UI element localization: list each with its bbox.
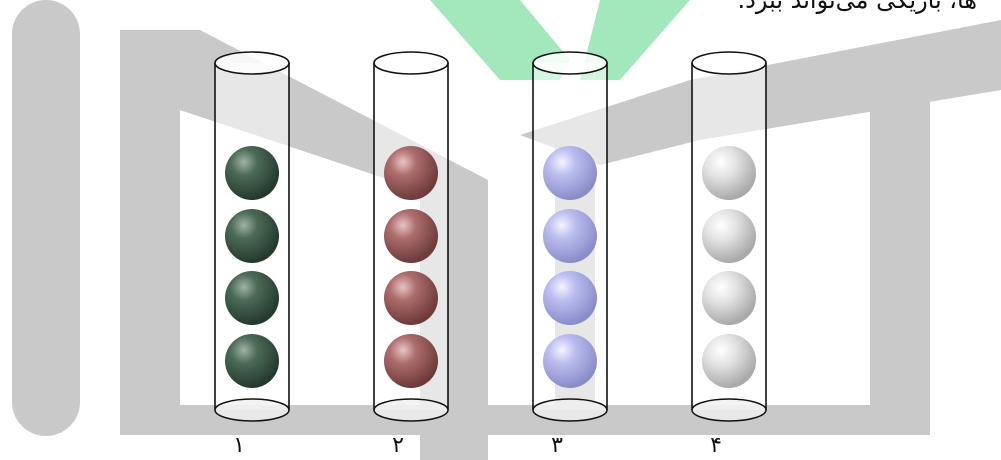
question-caption: ها، باریکی می‌تواند ببرد. (737, 0, 977, 14)
ball[interactable] (225, 146, 279, 200)
ball[interactable] (384, 146, 438, 200)
tube-2[interactable]: ۲ (373, 51, 449, 458)
tube-1[interactable]: ۱ (214, 51, 290, 458)
tube-label: ۳ (551, 433, 563, 458)
tube-bottom (214, 398, 290, 422)
tube-label: ۱ (233, 433, 245, 458)
tube-label: ۲ (392, 433, 404, 458)
ball[interactable] (225, 271, 279, 325)
ball[interactable] (384, 334, 438, 388)
ball[interactable] (384, 271, 438, 325)
ball[interactable] (543, 209, 597, 263)
tube-4[interactable]: ۴ (691, 51, 767, 458)
tube-rim (691, 51, 767, 75)
watermark-right-bar (870, 90, 930, 435)
tube-rim (214, 51, 290, 75)
tube-rim (373, 51, 449, 75)
tube-label: ۴ (710, 433, 722, 458)
tube-bottom (373, 398, 449, 422)
tube-3[interactable]: ۳ (532, 51, 608, 458)
tube-bottom (691, 398, 767, 422)
watermark-logo (12, 0, 1001, 460)
tube-bottom (532, 398, 608, 422)
ball[interactable] (702, 209, 756, 263)
ball[interactable] (702, 271, 756, 325)
tube-rim (532, 51, 608, 75)
watermark-bar-2 (120, 30, 180, 435)
ball[interactable] (225, 209, 279, 263)
ball[interactable] (384, 209, 438, 263)
watermark-green-leaf-right (580, 0, 690, 80)
ball[interactable] (225, 334, 279, 388)
tubes-layer: ۱ ۲ ۳ ۴ (214, 51, 767, 458)
watermark-left-bar (12, 0, 80, 436)
ball[interactable] (543, 146, 597, 200)
ball[interactable] (702, 334, 756, 388)
ball[interactable] (702, 146, 756, 200)
ball[interactable] (543, 334, 597, 388)
ball[interactable] (543, 271, 597, 325)
